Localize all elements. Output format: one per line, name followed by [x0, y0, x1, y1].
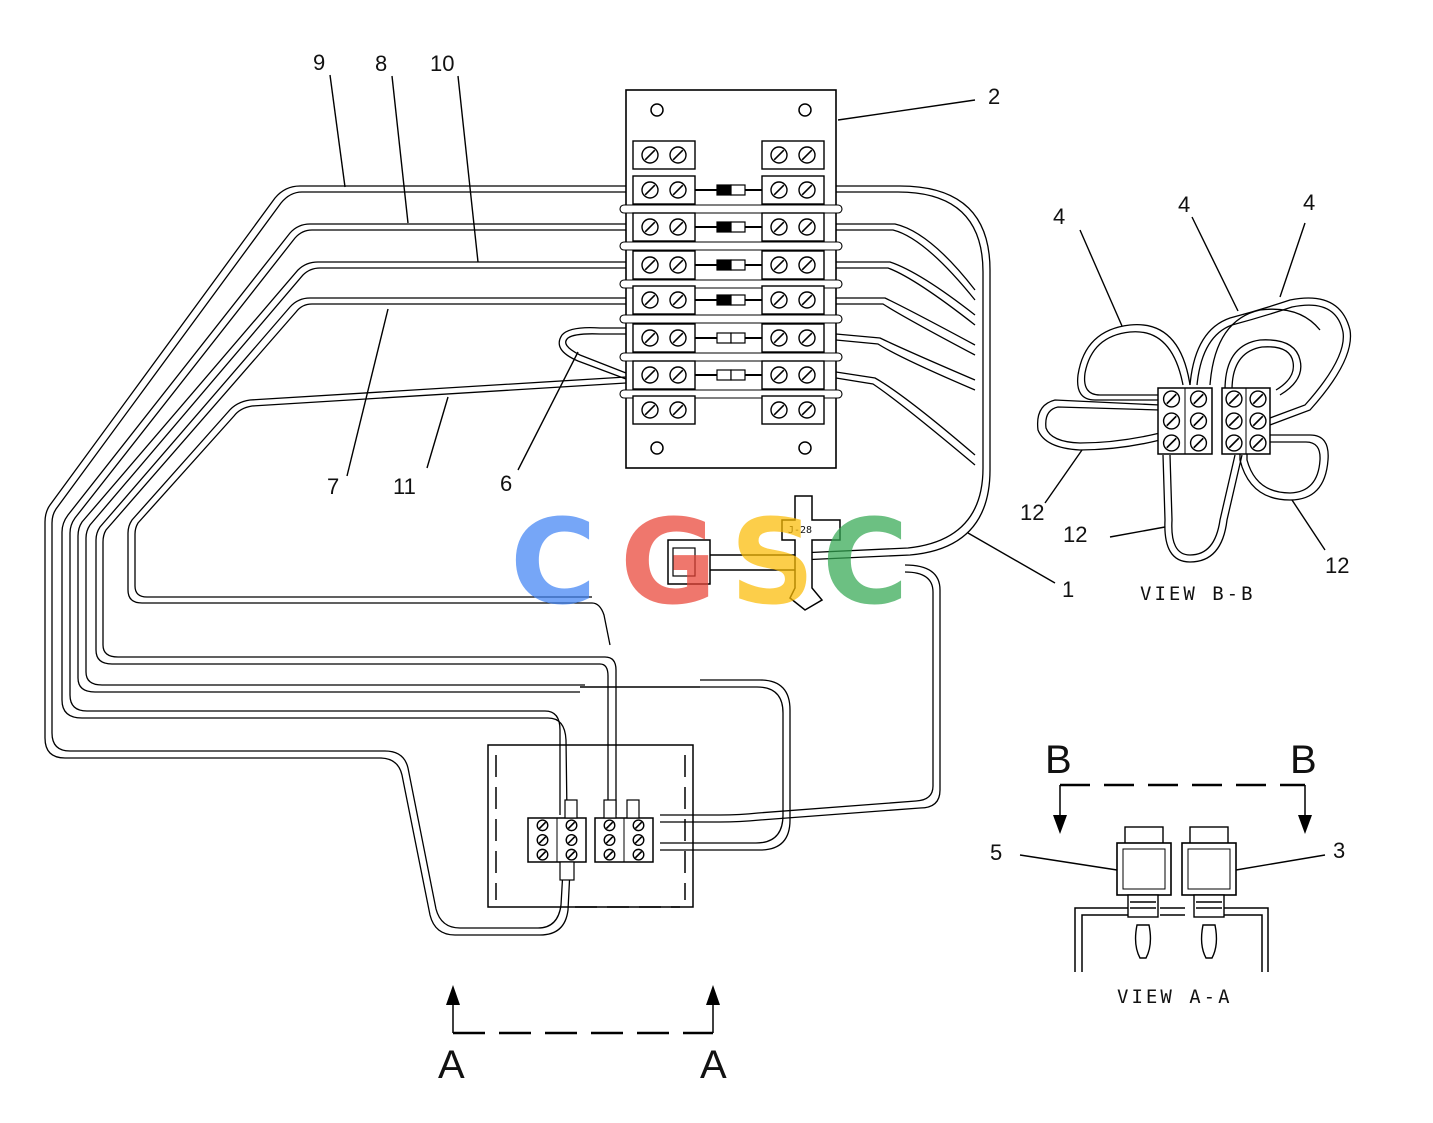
wire-harness-left — [44, 185, 627, 936]
section-a-right: A — [700, 1043, 727, 1087]
callout-5: 5 — [990, 840, 1002, 865]
watermark-letter-1: C — [510, 493, 597, 631]
callout-11: 11 — [393, 474, 416, 499]
watermark: C G S C — [510, 493, 909, 631]
watermark-letter-2: G — [620, 493, 717, 631]
section-line-aa — [446, 985, 720, 1035]
terminal-block-panel — [619, 89, 843, 469]
callout-9: 9 — [313, 50, 325, 75]
view-aa-label: VIEW A-A — [1117, 986, 1233, 1008]
callout-4b: 4 — [1178, 192, 1190, 217]
callout-7: 7 — [327, 474, 339, 499]
wire-harness-right — [660, 185, 991, 851]
callout-1: 1 — [1062, 577, 1074, 602]
view-bb-detail — [1036, 297, 1352, 563]
terminal-row — [619, 175, 843, 214]
watermark-letter-4: C — [822, 493, 909, 631]
switch-terminal-module — [527, 817, 587, 863]
toggle-switch-5 — [1116, 826, 1172, 959]
callout-10: 10 — [430, 51, 454, 76]
section-line-bb — [1053, 783, 1312, 834]
switch-enclosure — [487, 686, 700, 908]
connector-tag: J-28 — [788, 525, 812, 536]
callout-12a: 12 — [1020, 500, 1044, 525]
switch-terminal-module — [594, 817, 654, 863]
switch-terminal-module — [1221, 387, 1271, 455]
toggle-switch-3 — [1181, 826, 1237, 959]
callout-4a: 4 — [1053, 204, 1065, 229]
terminal-row — [619, 323, 843, 362]
connector-j28: J-28 — [667, 495, 841, 611]
terminal-row — [632, 140, 825, 170]
callout-12b: 12 — [1063, 522, 1087, 547]
section-b-left: B — [1045, 738, 1072, 782]
callout-12c: 12 — [1325, 553, 1349, 578]
leader-lines — [329, 74, 1326, 871]
callout-4c: 4 — [1303, 190, 1315, 215]
terminal-row — [619, 212, 843, 251]
callout-2: 2 — [988, 84, 1000, 109]
view-bb-label: VIEW B-B — [1140, 583, 1256, 605]
switch-terminal-module — [1157, 387, 1213, 455]
callout-3: 3 — [1333, 838, 1345, 863]
watermark-letter-3: S — [730, 493, 815, 631]
terminal-row — [619, 285, 843, 324]
callouts: 9 8 10 2 7 11 6 1 4 4 4 12 12 12 5 3 VIE… — [313, 50, 1349, 1087]
section-a-left: A — [438, 1043, 465, 1087]
callout-6: 6 — [500, 471, 512, 496]
terminal-row — [632, 395, 825, 425]
section-b-right: B — [1290, 738, 1317, 782]
terminal-row — [619, 250, 843, 289]
callout-8: 8 — [375, 51, 387, 76]
view-aa-detail — [1074, 826, 1269, 972]
